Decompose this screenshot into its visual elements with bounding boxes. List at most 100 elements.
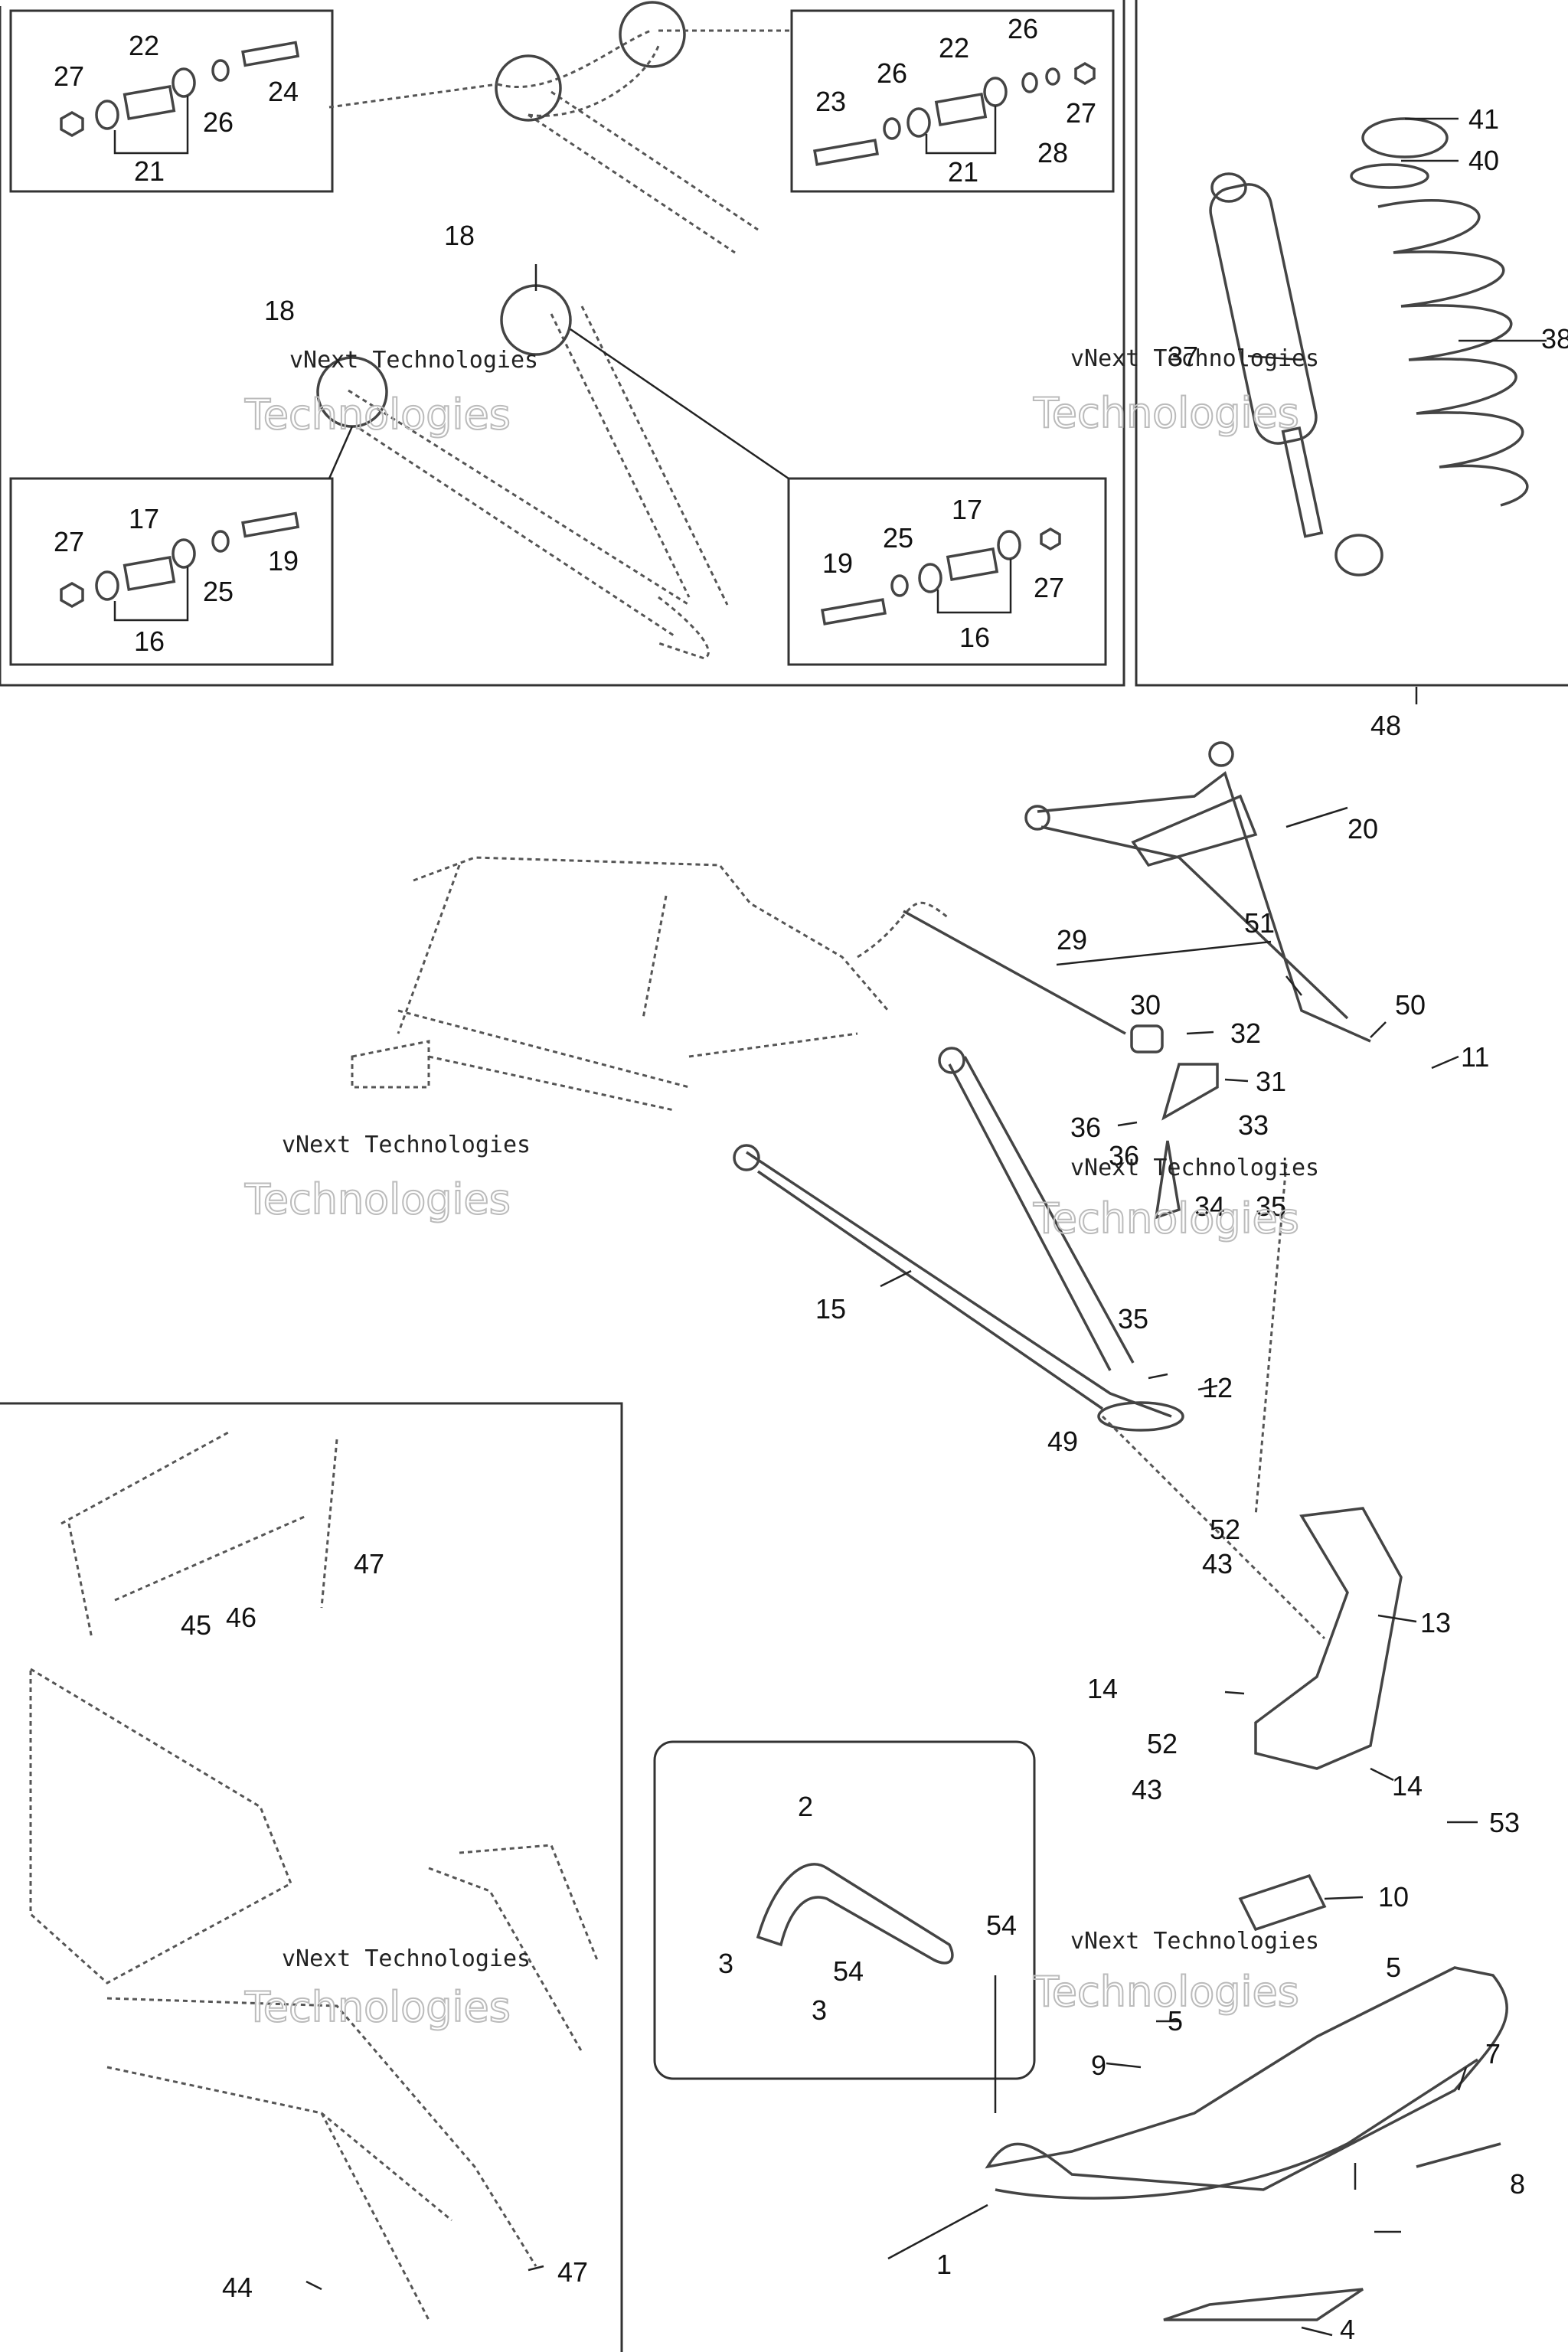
callout-8: 8	[1510, 2168, 1525, 2200]
callout-labels: 27 22 26 24 21 23 26 22 26 27 28 21 18 1…	[54, 13, 1568, 2345]
callout-13: 13	[1420, 1607, 1451, 1638]
callout-5: 5	[1168, 2005, 1183, 2037]
callout-12: 12	[1202, 1372, 1233, 1403]
callout-14: 14	[1087, 1673, 1118, 1704]
callout-26: 26	[203, 106, 234, 138]
callout-47: 47	[557, 2256, 588, 2288]
callout-40: 40	[1468, 145, 1499, 176]
callout-49: 49	[1047, 1426, 1078, 1457]
spindle	[1101, 1163, 1403, 1770]
callout-4: 4	[1340, 2314, 1355, 2345]
callout-34: 34	[1194, 1191, 1225, 1222]
callout-15: 15	[815, 1293, 846, 1325]
bushing-kit-bottom-left	[60, 511, 300, 622]
callout-30: 30	[1130, 989, 1161, 1021]
watermark-line1: vNext Technologies	[289, 347, 538, 374]
callout-25: 25	[883, 522, 913, 554]
callout-36: 36	[1109, 1140, 1139, 1171]
upper-a-arm	[1024, 741, 1371, 1043]
callout-44: 44	[222, 2272, 253, 2303]
bushing-kit-top-left	[60, 41, 300, 155]
callout-47: 47	[354, 1548, 384, 1579]
callout-43: 43	[1202, 1548, 1233, 1579]
callout-17: 17	[952, 494, 982, 525]
callout-7: 7	[1485, 2038, 1501, 2069]
callout-1: 1	[936, 2249, 952, 2280]
watermark-line1: vNext Technologies	[1070, 1928, 1319, 1955]
chassis-outline	[351, 856, 950, 1112]
callout-32: 32	[1230, 1018, 1261, 1049]
callout-16: 16	[134, 626, 165, 657]
watermark-line1: vNext Technologies	[1070, 345, 1319, 372]
watermark-line1: vNext Technologies	[282, 1945, 531, 1972]
callout-28: 28	[1037, 137, 1068, 168]
callout-3: 3	[812, 1994, 827, 2026]
watermark-line2: Technologies	[1033, 1194, 1299, 1243]
callout-31: 31	[1256, 1066, 1286, 1097]
watermark-line2: Technologies	[244, 1983, 511, 2031]
callout-43: 43	[1132, 1774, 1162, 1805]
callout-50: 50	[1395, 989, 1426, 1021]
callout-26: 26	[877, 57, 907, 89]
callout-41: 41	[1468, 103, 1499, 135]
callout-25: 25	[203, 576, 234, 607]
sway-bar-assembly	[903, 910, 1219, 1220]
callout-29: 29	[1057, 924, 1087, 956]
callout-36: 36	[1070, 1112, 1101, 1143]
callout-27: 27	[1034, 572, 1064, 603]
lower-arm-detail	[316, 264, 789, 660]
callout-53: 53	[1489, 1807, 1520, 1838]
watermark-line2: Technologies	[244, 1175, 511, 1223]
callout-48: 48	[1370, 710, 1401, 741]
ski	[985, 1966, 1508, 2321]
callout-26: 26	[1008, 13, 1038, 44]
callout-16: 16	[959, 622, 990, 653]
callout-23: 23	[815, 86, 846, 117]
callout-21: 21	[948, 156, 978, 188]
callout-5: 5	[1386, 1952, 1401, 1983]
watermark-line1: vNext Technologies	[1070, 1155, 1319, 1181]
callout-19: 19	[268, 545, 299, 577]
callout-3: 3	[718, 1948, 733, 1979]
upper-arm-detail	[328, 1, 792, 254]
callout-2: 2	[798, 1791, 813, 1822]
callout-37: 37	[1168, 341, 1198, 372]
callout-27: 27	[54, 526, 84, 557]
watermarks: vNext Technologies Technologies vNext Te…	[243, 345, 1319, 2032]
watermark-line1: vNext Technologies	[282, 1132, 531, 1158]
bushing-kit-top-right	[813, 61, 1096, 166]
callout-11: 11	[1461, 1041, 1489, 1073]
watermark-line2: Technologies	[1033, 1968, 1299, 2016]
front-frame	[29, 1430, 599, 2321]
callout-51: 51	[1244, 907, 1275, 939]
watermark-line2: Technologies	[244, 390, 511, 439]
callout-14: 14	[1392, 1770, 1423, 1802]
ski-handle	[756, 1863, 997, 2113]
leader-lines	[305, 117, 1547, 2337]
callout-27: 27	[54, 60, 84, 92]
callout-17: 17	[129, 503, 159, 534]
callout-52: 52	[1147, 1728, 1178, 1759]
callout-24: 24	[268, 76, 299, 107]
callout-18: 18	[444, 220, 475, 251]
callout-19: 19	[822, 547, 853, 579]
callout-18: 18	[264, 295, 295, 326]
callout-35: 35	[1256, 1191, 1286, 1222]
callout-22: 22	[129, 30, 159, 61]
coil-spring	[1350, 117, 1529, 507]
callout-20: 20	[1348, 813, 1378, 844]
callout-38: 38	[1541, 323, 1568, 354]
bushing-kit-bottom-right	[821, 527, 1061, 626]
callout-10: 10	[1378, 1881, 1409, 1913]
callout-46: 46	[226, 1602, 256, 1633]
callout-45: 45	[181, 1609, 211, 1641]
callout-54: 54	[986, 1909, 1017, 1941]
callout-27: 27	[1066, 97, 1096, 129]
callout-35: 35	[1118, 1303, 1148, 1334]
callout-33: 33	[1238, 1109, 1269, 1141]
callout-54: 54	[833, 1955, 864, 1987]
shock-absorber	[1209, 172, 1383, 577]
lower-a-arm	[733, 1047, 1184, 1432]
